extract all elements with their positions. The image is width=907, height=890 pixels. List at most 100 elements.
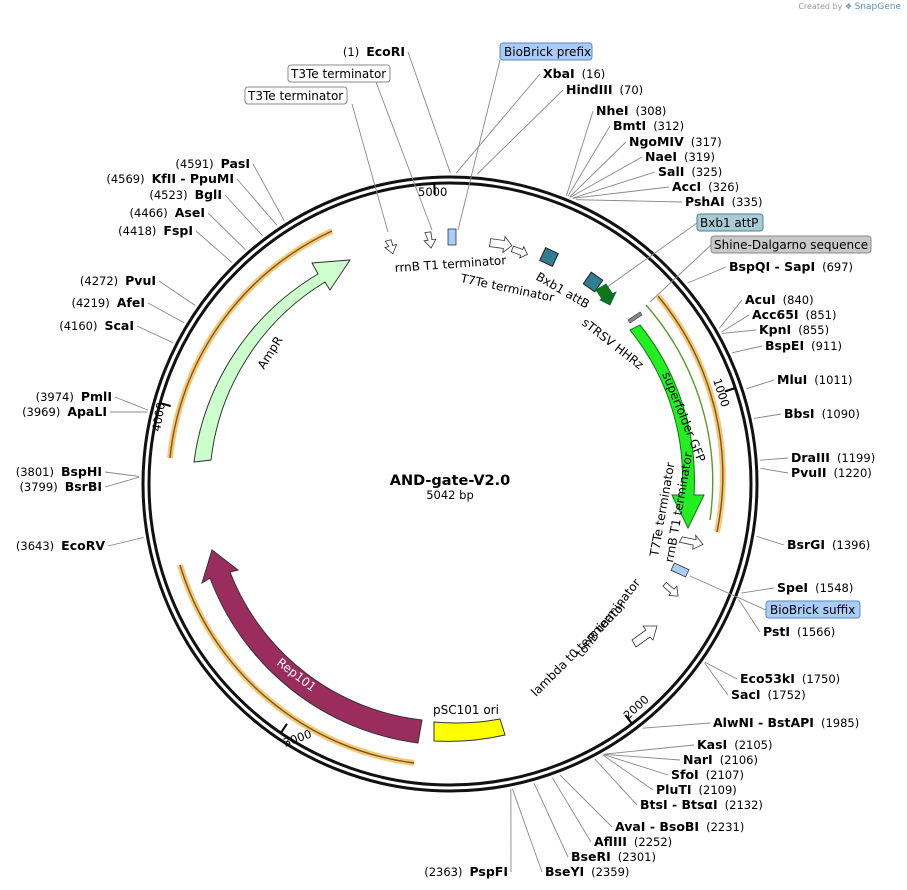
site-label-bgli: (4523)BglI: [149, 187, 222, 202]
site-label-acui: AcuI(840): [745, 292, 814, 307]
tick-mark-1000: [724, 387, 736, 393]
site-label-bmti: BmtI(312): [613, 118, 684, 133]
site-label-acc65i: Acc65I(851): [752, 307, 836, 322]
features: [193, 228, 705, 744]
leader-line-scai: [136, 325, 174, 344]
terminator-glyph-7: [631, 625, 658, 648]
svg-text:T3Te terminator: T3Te terminator: [290, 67, 386, 81]
svg-text:T3Te terminator: T3Te terminator: [247, 89, 343, 103]
leader-line-bspqi-sapi: [687, 266, 727, 284]
site-label-apali: (3969)ApaLI: [22, 404, 107, 419]
leader-line-pshai: [576, 199, 683, 203]
leader-line-sfoi: [603, 754, 669, 776]
leader-line-bseri: [533, 783, 569, 858]
site-label-afliii: AflIII(2252): [594, 834, 672, 849]
boxed-leader-0: [457, 59, 501, 231]
tick-mark-5000: [433, 183, 436, 195]
credit-brand: SnapGene: [854, 2, 901, 12]
attb-square-1: [539, 247, 559, 267]
site-label-asei: (4466)AseI: [130, 205, 206, 220]
tick-label-4000: 4000: [149, 401, 168, 432]
site-label-btsi-bts-i: BtsI - BtsαI(2132): [640, 797, 763, 812]
backbone: [141, 175, 759, 793]
shine-dalgarno-label: Shine-Dalgarno sequence: [710, 235, 872, 254]
tick-label-5000: 5000: [418, 185, 447, 199]
leader-line-pvuii: [760, 467, 789, 474]
site-label-scai: (4160)ScaI: [59, 318, 134, 333]
site-label-bseyi: BseYI(2359): [545, 864, 629, 879]
boxed-leader-4: [649, 244, 712, 303]
leader-line-saci: [704, 662, 729, 696]
site-label-nari: NarI(2106): [683, 752, 758, 767]
leader-line-bsphi: [104, 471, 140, 477]
leader-line-mlui: [745, 379, 775, 390]
tick-mark-2000: [624, 714, 633, 725]
leader-line-avai-bsobi: [559, 774, 613, 828]
site-label-bspqi-sapi: BspQI - SapI(697): [729, 259, 853, 274]
tick-mark-4000: [159, 402, 171, 407]
leader-line-kpni: [722, 329, 757, 334]
site-label-ecori: (1)EcoRI: [343, 44, 405, 59]
site-label-alwni-bstapi: AlwNI - BstAPI(1985): [713, 715, 859, 730]
t3te-terminator-label-1: T3Te terminator: [287, 64, 391, 83]
leader-line-psti: [738, 599, 761, 633]
leader-line-hindiii: [476, 89, 564, 175]
leader-line-pluti: [602, 754, 654, 791]
site-label-afei: (4219)AfeI: [72, 295, 146, 310]
svg-text:Shine-Dalgarno sequence: Shine-Dalgarno sequence: [714, 238, 868, 252]
site-label-mlui: MluI(1011): [777, 372, 853, 387]
site-label-xbai: XbaI(16): [543, 66, 605, 81]
site-label-sali: SalI(325): [658, 164, 722, 179]
site-label-sfoi: SfoI(2107): [671, 767, 744, 782]
restriction-site-labels: (1)EcoRI XbaI(16)HindIII(70) NheI(308)BmtI…: [16, 44, 875, 879]
site-label-kfii-ppumi: (4569)KfII - PpuMI: [106, 171, 234, 186]
leader-line-kfii-ppumi: [236, 178, 278, 226]
leader-line-bsrbi: [104, 476, 140, 488]
feature-label-strsv-hhrz: sTRSV HHRz: [579, 315, 646, 372]
site-label-acci: AccI(326): [672, 179, 739, 194]
leader-line-spei: [741, 587, 775, 594]
site-label-nhei: NheI(308): [596, 103, 666, 118]
site-label-pshai: PshAI(335): [685, 194, 763, 209]
leader-line-sali: [572, 171, 656, 199]
biobrick-suffix-label: BioBrick suffix: [765, 600, 861, 619]
terminator-glyph-6: [662, 581, 679, 597]
leader-line-kasi: [604, 744, 695, 755]
leader-line-nhei: [566, 110, 594, 196]
site-label-hindiii: HindIII(70): [566, 82, 643, 97]
biobrick-suffix-mark: [670, 562, 690, 578]
attb-square-2: [582, 271, 604, 293]
site-label-ngomiv: NgoMIV(317): [629, 134, 722, 149]
site-label-psti: PstI(1566): [763, 624, 835, 639]
t3te-terminator-label-2: T3Te terminator: [244, 86, 348, 105]
snapgene-credit: Created by ❖ SnapGene: [798, 2, 901, 12]
site-label-spei: SpeI(1548): [777, 580, 853, 595]
site-label-pvui: (4272)PvuI: [80, 273, 156, 288]
tick-mark-3000: [279, 723, 288, 734]
boxed-leader-2: [351, 103, 389, 233]
terminator-glyph-2: [423, 231, 437, 249]
feature-label-psc101-ori: pSC101 ori: [433, 703, 499, 717]
site-label-bsrgi: BsrGI(1396): [787, 537, 870, 552]
site-label-fspi: (4418)FspI: [118, 223, 193, 238]
site-label-draiii: DraIII(1199): [791, 450, 875, 465]
leader-line-afliii: [551, 777, 592, 843]
site-label-eco53ki: Eco53kI(1750): [740, 671, 840, 686]
primer-arcs: [167, 228, 726, 766]
credit-prefix: Created by: [798, 2, 843, 11]
site-label-pspfi: (2363)PspFI: [424, 864, 508, 879]
boxed-labels: BioBrick prefix T3Te terminator T3Te ter…: [244, 42, 872, 619]
leader-line-asei: [207, 212, 246, 251]
site-label-pasi: (4591)PasI: [175, 156, 250, 171]
leader-line-fspi: [195, 230, 233, 263]
leader-line-bbsi: [753, 413, 782, 419]
site-label-bsrbi: (3799)BsrBI: [19, 479, 102, 494]
hhrz-arrow: [595, 283, 617, 306]
feature-label-lambda-t0: lambda t0 terminator: [528, 598, 629, 699]
plasmid-length: 5042 bp: [426, 488, 474, 502]
terminator-glyph-3: [489, 235, 513, 254]
leader-line-eco53ki: [704, 661, 738, 680]
bxb1-attp-label: Bxb1 attP: [696, 213, 764, 232]
leader-line-ecorv: [107, 536, 144, 547]
biobrick-prefix-mark: [447, 228, 457, 246]
